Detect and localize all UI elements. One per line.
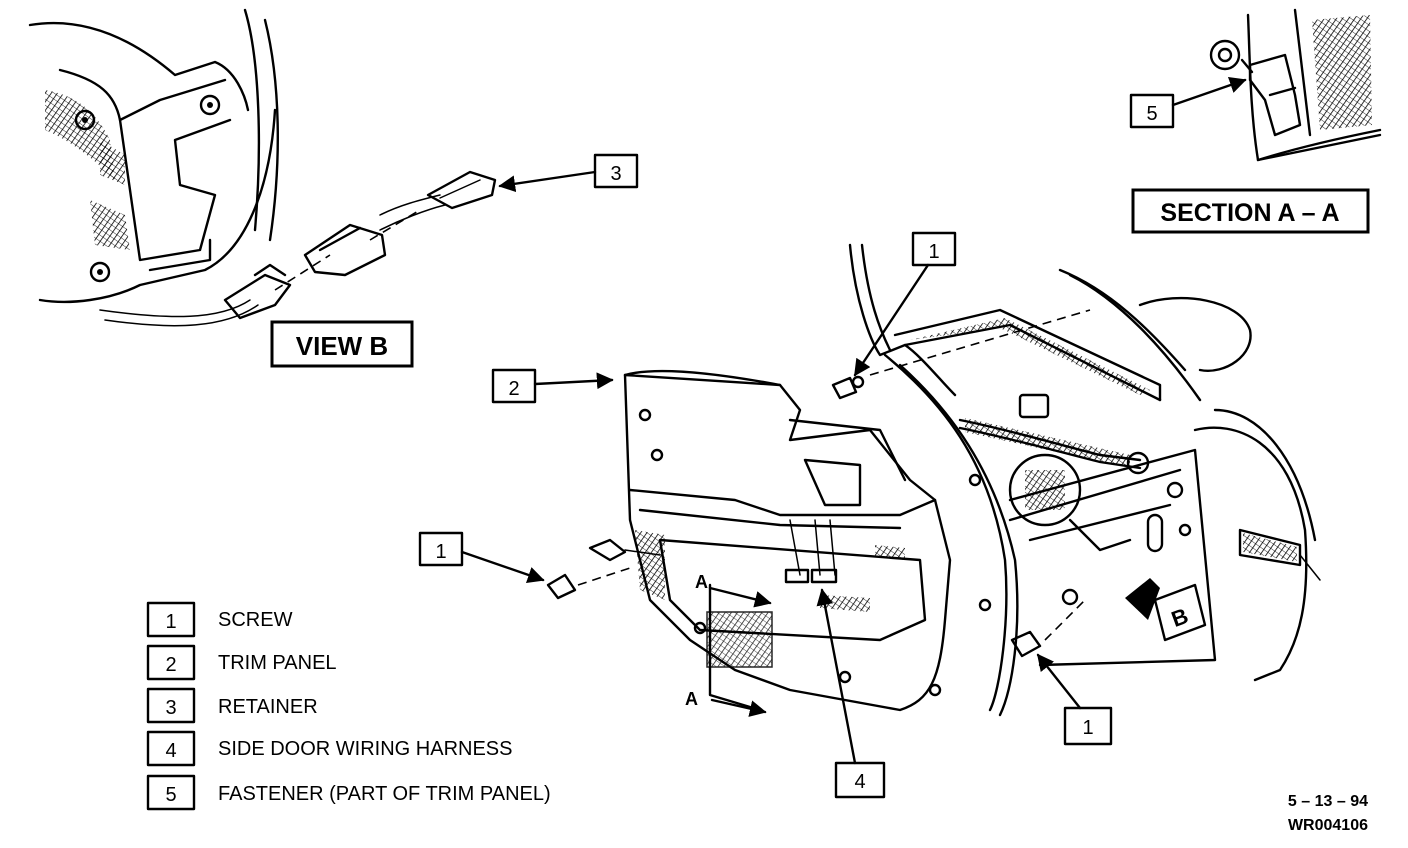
legend-item: 1 SCREW: [146, 601, 293, 638]
view-b-marker: B: [1168, 603, 1191, 632]
callout-4: 4: [816, 588, 886, 799]
view-b-detail: [28, 8, 497, 327]
callout-1-top-number: 1: [928, 241, 939, 263]
callout-5: 5: [1129, 77, 1247, 129]
section-a-marker-top: A: [695, 572, 708, 592]
callout-2: 2: [491, 368, 614, 404]
legend-number: 4: [165, 740, 176, 762]
view-b-label-text: VIEW B: [296, 331, 388, 361]
legend-number: 2: [165, 654, 176, 676]
section-a-a-detail: [1209, 8, 1382, 162]
legend-number: 5: [165, 784, 176, 806]
callout-1-top: 1: [853, 231, 957, 377]
section-a-marker-bottom: A: [685, 689, 698, 709]
legend: 1 SCREW 2 TRIM PANEL 3 RETAINER 4 SIDE D…: [146, 601, 551, 811]
legend-number: 3: [165, 697, 176, 719]
callout-1-bottom: 1: [1036, 653, 1113, 746]
section-a-a-text: SECTION A – A: [1160, 199, 1339, 227]
callout-4-number: 4: [854, 771, 865, 793]
legend-text: FASTENER (PART OF TRIM PANEL): [218, 783, 551, 805]
legend-number: 1: [165, 611, 176, 633]
callout-2-number: 2: [508, 378, 519, 400]
legend-text: SCREW: [218, 609, 293, 631]
footer-code: WR004106: [1288, 817, 1368, 834]
section-a-a-label: SECTION A – A: [1131, 188, 1370, 234]
callout-1-bottom-number: 1: [1082, 717, 1093, 739]
legend-text: RETAINER: [218, 696, 318, 718]
legend-item: 2 TRIM PANEL: [146, 644, 337, 681]
callout-3-number: 3: [610, 163, 621, 185]
door-assembly: B: [831, 243, 1321, 717]
legend-text: TRIM PANEL: [218, 652, 337, 674]
callout-1-left-number: 1: [435, 541, 446, 563]
trim-panel: A A: [546, 369, 992, 717]
footer-date: 5 – 13 – 94: [1288, 793, 1368, 810]
view-b-label: VIEW B: [270, 320, 414, 368]
legend-item: 3 RETAINER: [146, 687, 318, 724]
callout-3: 3: [498, 153, 639, 193]
callout-1-left: 1: [418, 531, 545, 583]
legend-text: SIDE DOOR WIRING HARNESS: [218, 738, 512, 760]
callout-5-number: 5: [1146, 103, 1157, 125]
legend-item: 5 FASTENER (PART OF TRIM PANEL): [146, 774, 551, 811]
legend-item: 4 SIDE DOOR WIRING HARNESS: [146, 730, 512, 767]
footer: 5 – 13 – 94 WR004106: [1288, 793, 1368, 834]
